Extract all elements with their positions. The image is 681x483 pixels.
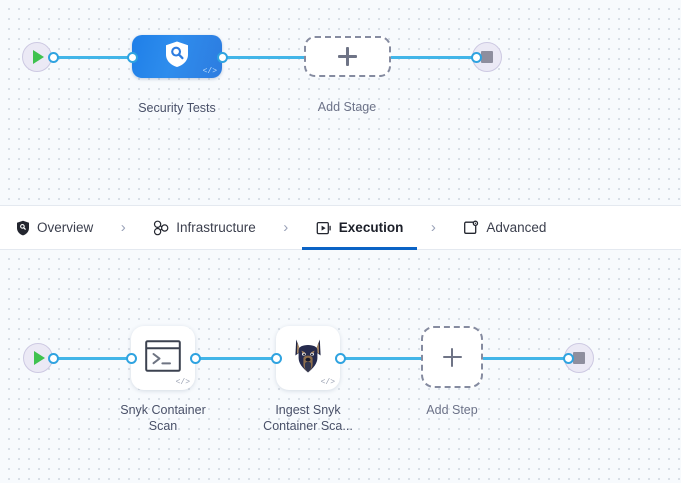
play-icon [34,351,45,365]
tab-execution-label: Execution [338,220,404,235]
stage-label-security-tests: Security Tests [138,101,216,115]
step-link-ingest-to-addstep [344,356,429,360]
tab-overview-label: Overview [37,220,94,235]
step-label-line-2: Scan [148,419,178,433]
step-link-addstep-to-end [482,356,570,360]
step-link-start-to-snyk [52,356,140,360]
doberman-icon [291,338,325,379]
nodes-icon [153,220,169,236]
port-security-in[interactable] [126,51,138,63]
add-stage-label: Add Stage [317,100,377,114]
section-tabbar[interactable]: Overview › Infrastructure › [0,205,681,250]
tab-infrastructure-label: Infrastructure [176,220,256,235]
port-ingest-in[interactable] [270,352,282,364]
port-start-out[interactable] [48,51,59,63]
tab-separator-3: › [430,219,436,236]
plus-icon [442,347,462,367]
step-label-ingest-snyk-container-scan: Ingest Snyk Container Sca... [238,402,378,434]
port-end-in[interactable] [470,51,482,63]
port-exec-end-in[interactable] [562,352,574,364]
step-link-snyk-to-ingest [199,356,284,360]
step-label-snyk-container-scan: Snyk Container Scan [98,402,228,434]
shield-icon [16,220,30,236]
port-exec-start-out[interactable] [48,352,59,364]
play-icon [33,50,44,64]
add-step-button[interactable] [421,326,483,388]
code-badge-icon: </> [175,378,190,387]
add-stage-button[interactable] [304,36,391,77]
terminal-icon [145,339,181,377]
step-label-line-2: Container Sca... [263,419,353,433]
code-badge-icon: </> [320,378,335,387]
step-node-snyk-container-scan[interactable]: </> [131,326,195,390]
tab-overview[interactable]: Overview [14,206,95,249]
tab-separator-1: › [120,219,126,236]
port-snyk-out[interactable] [189,352,201,364]
port-security-out[interactable] [216,51,228,63]
stop-icon [573,352,585,364]
tab-execution[interactable]: Execution [301,206,417,250]
step-node-ingest-snyk-container-scan[interactable]: </> [276,326,340,390]
settings-box-icon [463,220,479,236]
tab-separator-2: › [283,219,289,236]
port-snyk-in[interactable] [125,352,137,364]
step-label-line-1: Snyk Container [120,403,206,417]
plus-icon [338,47,357,66]
stage-link-start-to-security [52,55,142,59]
stage-link-addstage-to-end [385,55,477,59]
tab-advanced-label: Advanced [486,220,547,235]
port-ingest-out[interactable] [334,352,346,364]
play-box-icon [316,220,332,236]
pipeline-start-node[interactable] [22,42,52,72]
code-badge-icon: </> [202,67,217,76]
tab-advanced[interactable]: Advanced [461,206,548,249]
step-canvas[interactable]: </> Snyk Container Scan [0,250,681,483]
tab-infrastructure[interactable]: Infrastructure [151,206,258,249]
add-step-label: Add Step [426,403,478,417]
step-label-line-1: Ingest Snyk [275,403,341,417]
stage-canvas[interactable]: </> Security Tests Add Stage [0,0,681,205]
stage-node-security-tests[interactable]: </> [132,35,222,78]
shield-search-icon [164,40,190,73]
stop-icon [481,51,493,63]
stage-link-security-to-addstage [215,55,310,59]
